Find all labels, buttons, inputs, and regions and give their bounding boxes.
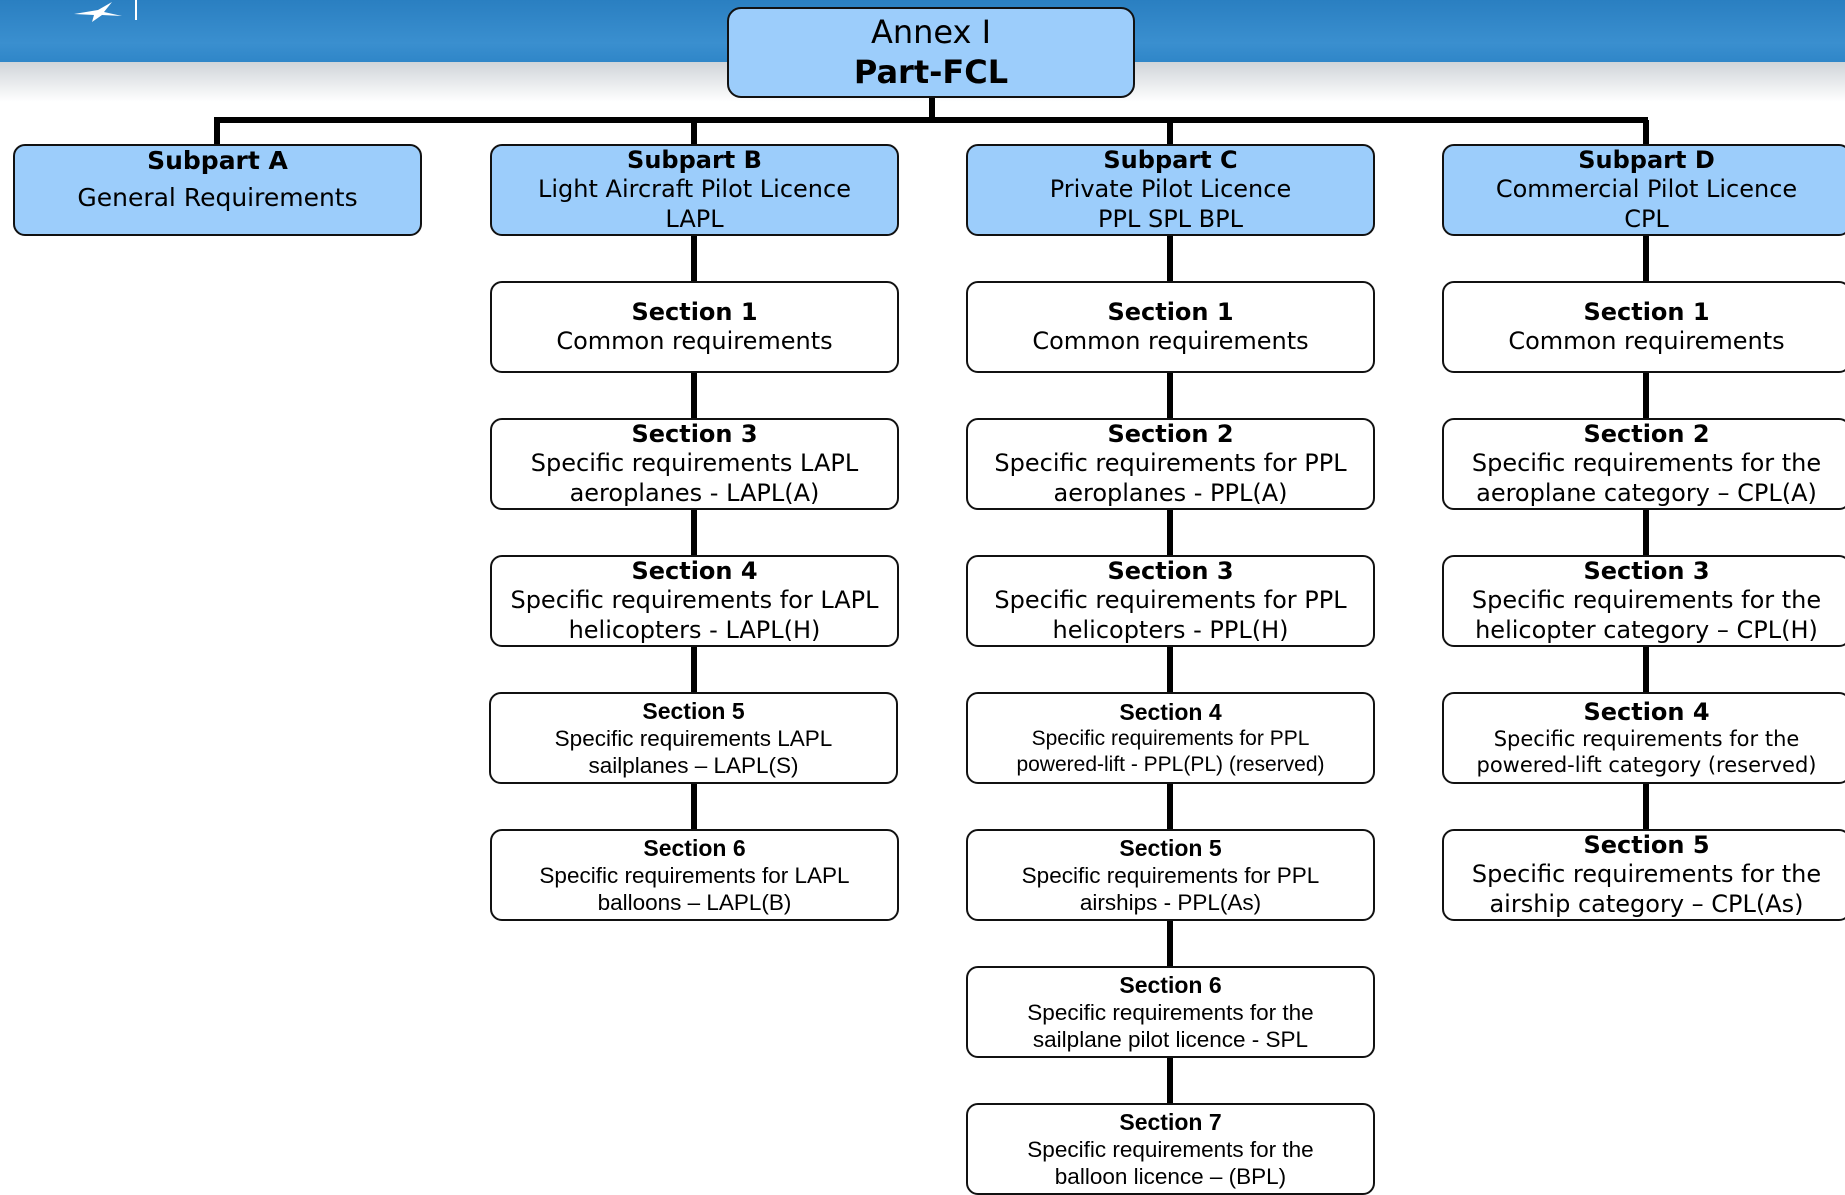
- bird-logo-icon: [74, 0, 137, 22]
- section-line: powered-lift - PPL(PL) (reserved): [1016, 753, 1325, 777]
- subpart-b-section-5: Section 5 Specific requirements LAPL sai…: [489, 692, 898, 784]
- subpart-c-section-5: Section 5 Specific requirements for PPL …: [966, 829, 1375, 921]
- section-line: sailplane pilot licence - SPL: [1032, 1027, 1309, 1053]
- subpart-b-section-3: Section 3 Specific requirements LAPL aer…: [490, 418, 899, 510]
- subpart-b-title: Subpart B: [627, 146, 762, 175]
- subpart-b-box: Subpart B Light Aircraft Pilot Licence L…: [490, 144, 899, 236]
- section-title: Section 5: [1119, 834, 1222, 861]
- subpart-c-section-2: Section 2 Specific requirements for PPL …: [966, 418, 1375, 510]
- subpart-d-title: Subpart D: [1578, 146, 1715, 175]
- section-line: Specific requirements for the: [1471, 449, 1822, 478]
- section-line: Specific requirements for the: [1027, 999, 1314, 1025]
- section-title: Section 1: [1107, 297, 1234, 326]
- section-line: Common requirements: [1032, 327, 1309, 355]
- root-title: Annex I: [870, 13, 992, 52]
- section-title: Section 3: [1107, 557, 1234, 586]
- section-line: helicopters - PPL(H): [1052, 615, 1289, 644]
- section-title: Section 1: [631, 297, 758, 326]
- section-line: Common requirements: [556, 327, 833, 355]
- subpart-a-box: Subpart A General Requirements: [13, 144, 422, 236]
- subpart-b-section-6: Section 6 Specific requirements for LAPL…: [490, 829, 899, 921]
- section-line: aeroplanes - PPL(A): [1053, 478, 1288, 507]
- section-title: Section 5: [1583, 831, 1710, 860]
- section-title: Section 6: [643, 834, 746, 861]
- subpart-c-section-4: Section 4 Specific requirements for PPL …: [966, 692, 1375, 784]
- section-title: Section 4: [631, 557, 758, 586]
- section-line: airships - PPL(As): [1079, 890, 1262, 916]
- section-line: balloon licence – (BPL): [1054, 1164, 1287, 1190]
- subpart-b-section-4: Section 4 Specific requirements for LAPL…: [490, 555, 899, 647]
- section-line: Specific requirements for the: [1493, 727, 1800, 752]
- subpart-d-section-4: Section 4 Specific requirements for the …: [1442, 692, 1845, 784]
- subpart-c-line-1: Private Pilot Licence: [1049, 175, 1292, 204]
- section-title: Section 5: [642, 697, 745, 724]
- section-line: Specific requirements for the: [1471, 586, 1822, 615]
- subpart-a-line-1: General Requirements: [77, 182, 358, 212]
- section-line: Specific requirements LAPL: [554, 725, 833, 751]
- section-line: Specific requirements LAPL: [530, 449, 859, 478]
- root-subtitle: Part-FCL: [853, 52, 1009, 91]
- section-line: aeroplane category – CPL(A): [1476, 478, 1817, 507]
- section-line: Specific requirements for the: [1027, 1136, 1314, 1162]
- subpart-a-title: Subpart A: [147, 146, 288, 175]
- section-title: Section 4: [1119, 699, 1222, 726]
- subpart-c-section-7: Section 7 Specific requirements for the …: [966, 1103, 1375, 1195]
- subpart-c-line-2: PPL SPL BPL: [1098, 204, 1243, 233]
- section-line: Specific requirements for LAPL: [539, 862, 850, 888]
- section-line: Specific requirements for PPL: [994, 586, 1347, 615]
- section-line: Specific requirements for the: [1471, 860, 1822, 889]
- subpart-d-box: Subpart D Commercial Pilot Licence CPL: [1442, 144, 1845, 236]
- section-title: Section 3: [631, 420, 758, 449]
- section-line: helicopter category – CPL(H): [1475, 615, 1818, 644]
- section-line: powered-lift category (reserved): [1476, 752, 1817, 777]
- section-title: Section 2: [1583, 420, 1710, 449]
- section-line: Specific requirements for PPL: [994, 449, 1347, 478]
- subpart-d-section-5: Section 5 Specific requirements for the …: [1442, 829, 1845, 921]
- subpart-c-title: Subpart C: [1103, 146, 1238, 175]
- section-line: sailplanes – LAPL(S): [588, 753, 799, 779]
- section-title: Section 3: [1583, 557, 1710, 586]
- subpart-c-box: Subpart C Private Pilot Licence PPL SPL …: [966, 144, 1375, 236]
- section-title: Section 6: [1119, 971, 1222, 998]
- section-title: Section 7: [1119, 1108, 1222, 1135]
- subpart-d-line-1: Commercial Pilot Licence: [1495, 175, 1798, 204]
- section-line: Specific requirements for PPL: [1031, 727, 1310, 751]
- subpart-c-section-3: Section 3 Specific requirements for PPL …: [966, 555, 1375, 647]
- section-line: airship category – CPL(As): [1489, 889, 1804, 918]
- subpart-d-line-2: CPL: [1624, 204, 1669, 233]
- subpart-d-section-1: Section 1 Common requirements: [1442, 281, 1845, 373]
- subpart-d-section-3: Section 3 Specific requirements for the …: [1442, 555, 1845, 647]
- subpart-b-section-1: Section 1 Common requirements: [490, 281, 899, 373]
- root-box-annex-i: Annex I Part-FCL: [727, 7, 1135, 98]
- section-line: balloons – LAPL(B): [597, 890, 792, 916]
- subpart-b-line-2: LAPL: [665, 204, 724, 233]
- section-title: Section 4: [1583, 697, 1710, 726]
- section-line: Specific requirements for LAPL: [510, 586, 879, 615]
- subpart-c-section-6: Section 6 Specific requirements for the …: [966, 966, 1375, 1058]
- section-line: Common requirements: [1508, 327, 1785, 355]
- section-title: Section 1: [1583, 297, 1710, 326]
- subpart-c-section-1: Section 1 Common requirements: [966, 281, 1375, 373]
- subpart-b-line-1: Light Aircraft Pilot Licence: [538, 175, 851, 204]
- section-line: Specific requirements for PPL: [1021, 862, 1320, 888]
- subpart-d-section-2: Section 2 Specific requirements for the …: [1442, 418, 1845, 510]
- section-line: aeroplanes - LAPL(A): [569, 478, 820, 507]
- section-line: helicopters - LAPL(H): [568, 615, 821, 644]
- section-title: Section 2: [1107, 420, 1234, 449]
